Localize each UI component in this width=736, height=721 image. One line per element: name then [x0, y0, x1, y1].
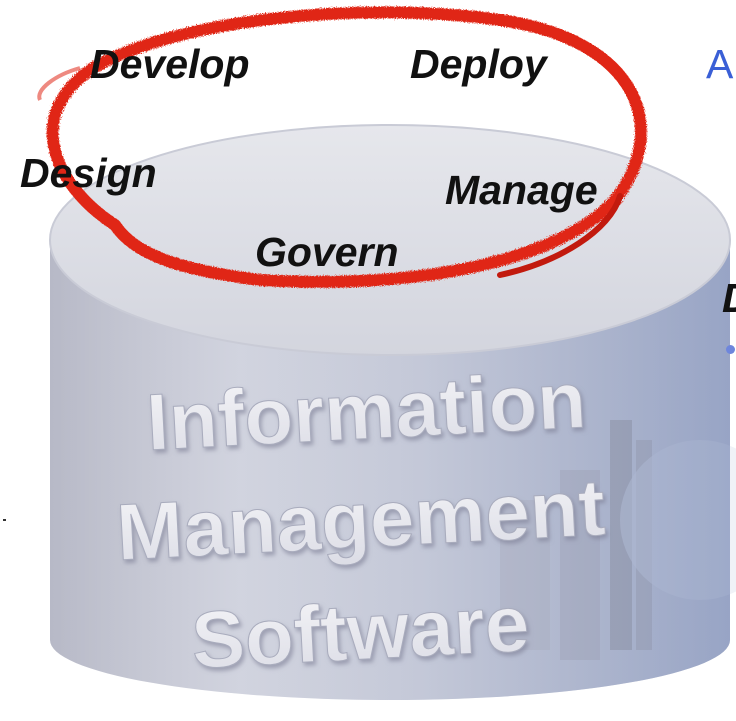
phase-develop: Develop [90, 41, 250, 87]
stray-mark [3, 519, 6, 521]
background-structures [500, 420, 736, 660]
phase-manage: Manage [445, 167, 598, 213]
cylinder-top [50, 125, 730, 355]
cylinder-text-line3: Software [189, 578, 531, 685]
bullet-dot-icon [726, 345, 735, 354]
lifecycle-ring [37, 6, 647, 288]
phase-govern: Govern [255, 229, 399, 275]
phase-deploy: Deploy [410, 41, 547, 87]
cut-off-heading: A [706, 41, 734, 87]
phase-design: Design [20, 150, 157, 196]
cut-off-subheading: D [722, 278, 736, 319]
cylinder-body-tint [50, 240, 730, 700]
